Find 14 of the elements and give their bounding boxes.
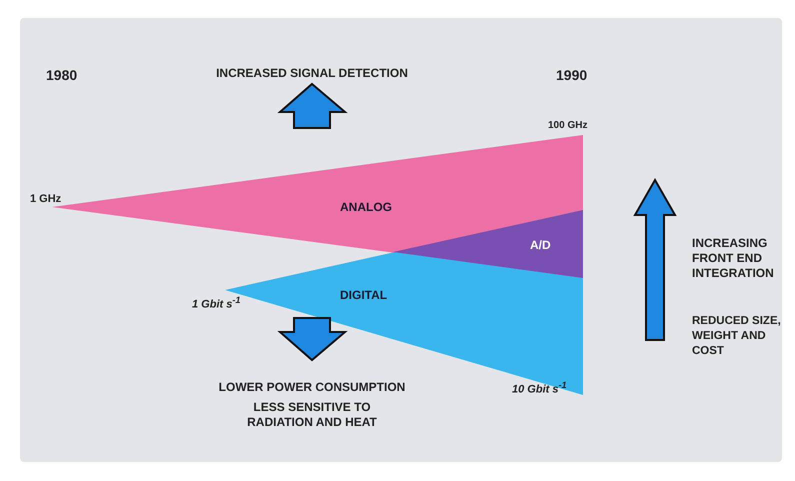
region-label: DIGITAL xyxy=(340,288,388,303)
annotation-text: 10 Gbit s$^{-1}$ xyxy=(512,379,567,398)
annotation-text: INCREASED SIGNAL DETECTION xyxy=(215,66,409,81)
annotation-text: 1980 xyxy=(46,68,78,83)
annotation-text: 1 Gbit s$^{-1}$ xyxy=(192,294,240,313)
annotation-text: INCREASING FRONT END INTEGRATION xyxy=(692,236,775,281)
region-label: A/D xyxy=(530,238,551,253)
region-label: ANALOG xyxy=(340,200,392,215)
annotation-text: REDUCED SIZE, WEIGHT AND COST xyxy=(692,314,782,359)
annotation-text: 1990 xyxy=(556,68,588,83)
annotation-text: LESS SENSITIVE TO RADIATION AND HEAT xyxy=(246,400,378,430)
annotation-text: LOWER POWER CONSUMPTION xyxy=(218,380,406,395)
annotation-text: 1 GHz xyxy=(30,192,62,207)
annotation-text: 100 GHz xyxy=(548,119,588,133)
